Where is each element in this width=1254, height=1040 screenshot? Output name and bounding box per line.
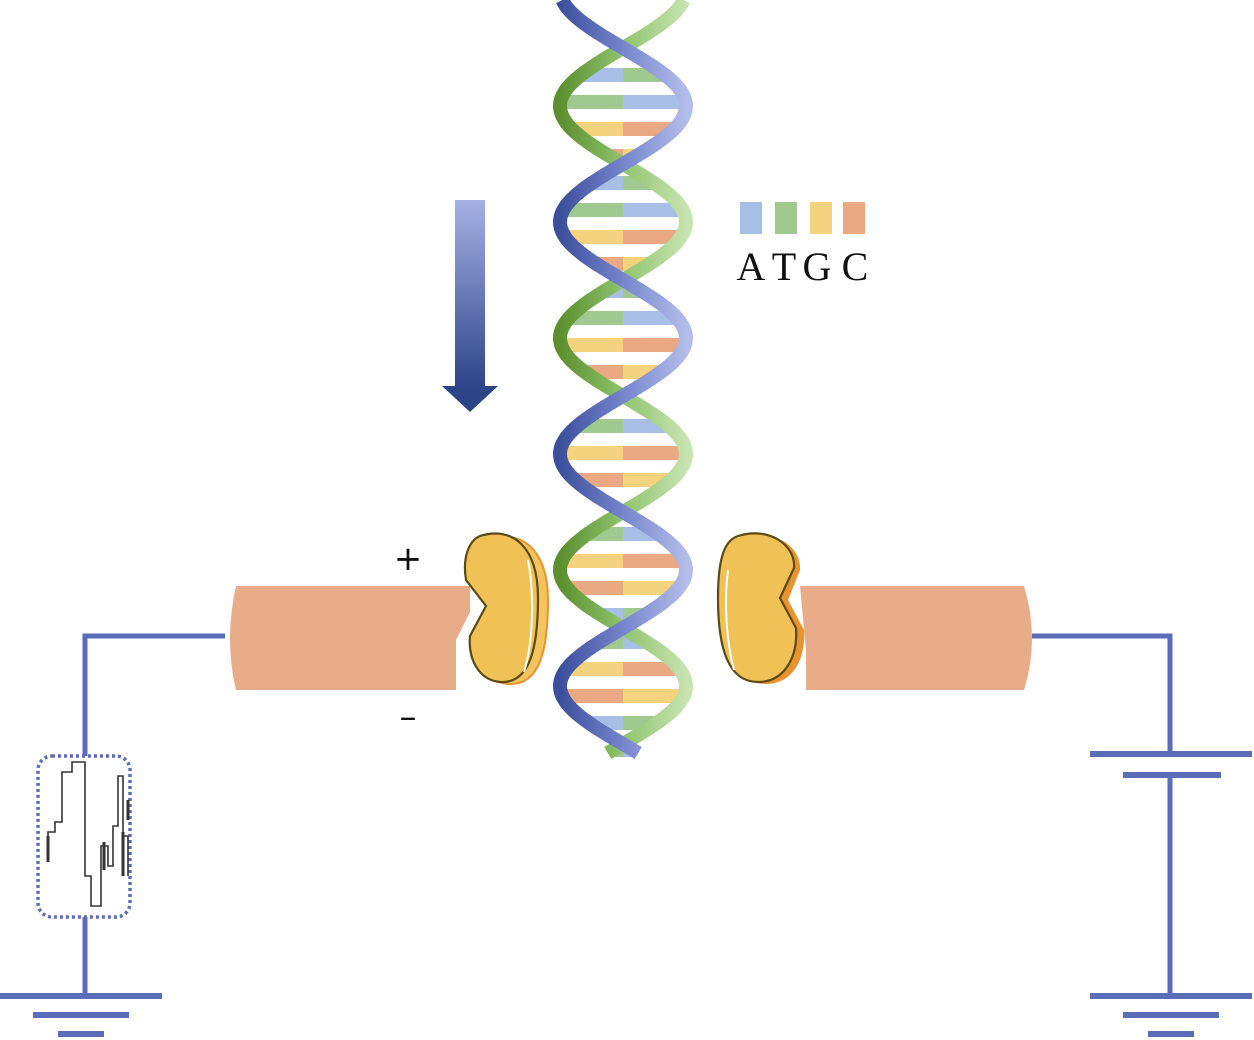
base-segment — [560, 446, 623, 460]
base-segment — [560, 95, 623, 109]
current-trace-icon — [36, 754, 132, 919]
base-segment — [623, 230, 681, 244]
down-arrow-icon — [442, 200, 498, 412]
left-electrode — [230, 586, 470, 690]
base-segment — [561, 338, 623, 352]
base-segment — [623, 689, 684, 703]
battery-icon — [1090, 751, 1252, 778]
base-segment — [623, 581, 679, 595]
left-wire — [82, 633, 225, 756]
base-segment — [562, 689, 623, 703]
positive-sign: + — [394, 539, 423, 579]
base-segment — [623, 554, 685, 568]
negative-sign: – — [400, 697, 417, 737]
dna-double-helix — [552, 0, 694, 760]
left-pore-protein — [463, 532, 550, 686]
circuit-wires — [82, 633, 1173, 996]
right-wire — [1032, 633, 1173, 754]
base-segment — [623, 446, 686, 460]
base-segment — [563, 203, 623, 217]
base-segment — [623, 338, 685, 352]
base-segment — [565, 230, 623, 244]
base-segment — [623, 662, 680, 676]
right-electrode — [800, 586, 1032, 690]
dna-base-pairs — [560, 68, 686, 757]
legend-letter-c: C — [842, 244, 869, 289]
legend-swatch-a — [740, 202, 762, 234]
legend-letter-t: T — [772, 244, 796, 289]
base-segment — [567, 581, 623, 595]
legend-swatch-c — [843, 202, 865, 234]
ground-icon — [0, 993, 162, 1037]
base-segment — [566, 662, 623, 676]
blue-strand — [552, 0, 694, 760]
ground-icon — [1090, 993, 1252, 1037]
base-legend: A T G C — [737, 202, 869, 289]
base-segment — [561, 554, 623, 568]
right-pore-protein — [716, 532, 805, 684]
legend-swatch-g — [810, 202, 832, 234]
legend-letter-a: A — [737, 244, 766, 289]
legend-swatch-t — [775, 202, 797, 234]
base-segment — [623, 203, 683, 217]
base-segment — [623, 95, 686, 109]
legend-letter-g: G — [803, 244, 832, 289]
